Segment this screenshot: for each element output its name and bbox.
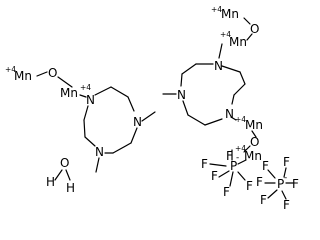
mn-atom-label: Mn: [244, 149, 262, 163]
left-triazonane-ring: N N N: [83, 86, 156, 173]
p-f-bond: [267, 189, 278, 199]
mn-n-bond: [79, 94, 87, 98]
mn-charge-label: +4: [220, 30, 231, 39]
p-f-bond: [237, 159, 247, 165]
p-charge-label: -: [236, 153, 239, 163]
ring-bond: [83, 119, 86, 138]
bottom-mn-o-mn-fragment: +4 Mn O +4 Mn: [230, 115, 263, 163]
n-methyl-bond: [141, 111, 156, 122]
p-atom-label: P: [277, 177, 284, 191]
f-atom-label: F: [260, 193, 267, 207]
mn-charge-label: +4: [235, 115, 246, 124]
ring-bond: [94, 86, 112, 96]
f-atom-label: F: [283, 198, 290, 212]
p-atom-label: P: [230, 159, 237, 173]
f-atom-label: F: [292, 177, 299, 191]
n-mn-bond: [230, 116, 237, 121]
ring-bond: [84, 136, 96, 147]
n-methyl-bond: [95, 157, 100, 173]
water-molecule: H O H: [46, 156, 75, 195]
p-f-bond: [267, 169, 276, 179]
mn-atom-label: Mn: [229, 35, 247, 49]
n-atom-label: N: [225, 107, 234, 121]
right-triazonane-ring: N N N: [162, 59, 246, 126]
ring-bond: [239, 71, 246, 85]
p-f-bond: [209, 163, 227, 167]
ring-bond: [182, 100, 189, 116]
ring-bond: [180, 73, 183, 87]
ring-bond: [231, 94, 235, 105]
structure-diagram: +4 Mn O Mn +4 N N N H O H +4 Mn O: [5, 5, 299, 212]
o-atom-label: O: [60, 156, 69, 170]
o-h-bond: [54, 169, 63, 181]
p-f-bond: [237, 171, 246, 181]
f-atom-label: F: [262, 159, 269, 173]
f-atom-label: F: [256, 175, 263, 189]
ring-bond: [112, 142, 132, 154]
p-charge-label: -: [284, 173, 287, 183]
n-atom-label: N: [133, 115, 142, 129]
mn-atom-label: Mn: [14, 69, 32, 83]
mn-o-bond: [36, 71, 48, 77]
n-atom-label: N: [214, 59, 223, 73]
f-atom-label: F: [226, 149, 233, 163]
mn-o-bond: [243, 17, 251, 25]
ring-bond: [181, 63, 197, 75]
ring-bond: [221, 65, 241, 73]
h-atom-label: H: [66, 181, 75, 195]
mn-atom-label: Mn: [221, 7, 239, 21]
top-mn-o-mn-fragment: +4 Mn O +4 Mn: [211, 5, 259, 59]
mn-charge-label: +4: [211, 5, 222, 14]
o-mn-bond: [243, 145, 251, 153]
ring-bond: [83, 105, 89, 121]
ring-bond: [127, 96, 135, 112]
h-atom-label: H: [46, 175, 55, 189]
p-f-bond: [229, 171, 234, 187]
f-atom-label: F: [211, 169, 218, 183]
f-atom-label: F: [223, 185, 230, 199]
mn-charge-label: +4: [80, 83, 91, 92]
ring-bond: [233, 83, 246, 96]
f-atom-label: F: [246, 179, 253, 193]
hexafluorophosphate-left: F F P - F F F: [201, 149, 253, 199]
p-f-bond: [218, 170, 230, 178]
ring-bond: [130, 127, 138, 144]
ring-bond: [110, 86, 129, 98]
molecule-canvas: +4 Mn O Mn +4 N N N H O H +4 Mn O: [5, 5, 299, 212]
o-h-bond: [65, 169, 71, 181]
ring-bond: [187, 114, 206, 126]
mn-atom-label: Mn: [245, 118, 263, 132]
n-atom-label: N: [86, 93, 95, 107]
o-atom-label: O: [250, 22, 259, 36]
hexafluorophosphate-right: F F F P - F F F: [256, 155, 299, 212]
o-atom-label: O: [250, 135, 259, 149]
p-f-bond: [283, 167, 287, 178]
n-atom-label: N: [177, 88, 186, 102]
mn-charge-label: +4: [5, 65, 16, 74]
o-mn-bond: [246, 33, 253, 41]
f-atom-label: F: [283, 155, 290, 169]
ring-bond: [204, 118, 223, 126]
o-atom-label: O: [48, 66, 57, 80]
mn-o-bond: [251, 130, 257, 138]
p-f-bond: [281, 190, 287, 200]
mn-charge-label: +4: [235, 144, 246, 153]
mn-n-bond: [218, 43, 223, 59]
o-mn-bond: [57, 76, 73, 88]
n-atom-label: N: [95, 145, 104, 159]
left-mn-o-mn-fragment: +4 Mn O Mn +4: [5, 65, 91, 100]
mn-atom-label: Mn: [60, 86, 78, 100]
f-atom-label: F: [201, 157, 208, 171]
